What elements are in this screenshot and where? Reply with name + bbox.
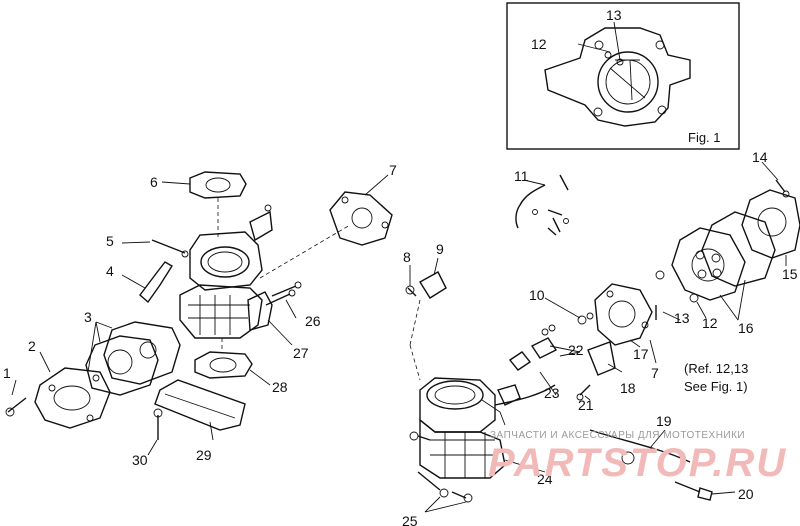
carb-lower-body-left [179, 284, 263, 339]
fuel-hose-4 [139, 261, 173, 304]
throttle-cam-27 [247, 291, 273, 331]
screw-5 [151, 239, 186, 254]
bracket-18 [587, 341, 616, 376]
callout-7-right: 7 [651, 365, 659, 381]
callout-9: 9 [436, 241, 444, 257]
pump-gasket-3a [103, 321, 181, 385]
callout-3: 3 [84, 309, 92, 325]
inset-callout-13: 13 [606, 7, 622, 23]
screw-14 [775, 179, 786, 193]
callout-29: 29 [196, 447, 212, 463]
screw-1 [7, 397, 27, 413]
cable-11 [515, 184, 546, 229]
fuel-pump-cover-2 [34, 367, 111, 429]
pump-cover-17 [594, 283, 653, 346]
callout-27: 27 [293, 345, 309, 361]
leader-lines [11, 161, 787, 513]
callout-5: 5 [106, 233, 114, 249]
callout-19: 19 [656, 413, 672, 429]
callout-16: 16 [738, 320, 754, 336]
pump-diaphragm-3b [85, 335, 159, 396]
diaphragm-16 [671, 227, 746, 301]
callout-14: 14 [752, 149, 768, 165]
callout-25: 25 [402, 513, 418, 526]
inset-callout-12: 12 [531, 36, 547, 52]
callout-26: 26 [305, 313, 321, 329]
screw-25a [417, 471, 441, 491]
inset-fig1: 12 13 Fig. 1 [506, 2, 740, 150]
reference-note: (Ref. 12,13 See Fig. 1) [684, 361, 748, 394]
callout-7-top: 7 [389, 162, 397, 178]
callout-12: 12 [702, 315, 718, 331]
inset-carb-body [544, 27, 691, 127]
watermark: ЗАПЧАСТИ И АКСЕССУАРЫ ДЛЯ МОТОТЕХНИКИ PA… [488, 430, 787, 485]
callout-4: 4 [106, 263, 114, 279]
pump-cover-7-top [329, 191, 393, 246]
callout-10: 10 [529, 287, 545, 303]
callout-2: 2 [28, 338, 36, 354]
left-carburetor-assembly [5, 171, 351, 440]
fitting-20 [674, 481, 701, 493]
inset-bore-inner [605, 59, 651, 105]
callout-13: 13 [674, 310, 690, 326]
callout-11: 11 [514, 168, 529, 184]
callout-labels: 1 2 3 4 5 6 7 7 8 9 10 11 12 13 14 15 16… [3, 149, 798, 526]
callout-30: 30 [132, 452, 148, 468]
callout-8: 8 [403, 249, 411, 265]
callout-1: 1 [3, 365, 11, 381]
cable-19 [589, 429, 691, 463]
inset-caption: Fig. 1 [688, 130, 721, 145]
ref-note-line2: See Fig. 1) [684, 379, 748, 394]
callout-23: 23 [544, 385, 560, 401]
callout-17: 17 [633, 346, 649, 362]
inset-linkage [609, 59, 646, 101]
inset-frame [506, 2, 740, 150]
callout-22: 22 [568, 342, 584, 358]
callout-28: 28 [272, 379, 288, 395]
callout-15: 15 [782, 266, 798, 282]
callout-6: 6 [150, 174, 158, 190]
callout-20: 20 [738, 486, 754, 502]
watermark-tagline: ЗАПЧАСТИ И АКСЕССУАРЫ ДЛЯ МОТОТЕХНИКИ [490, 430, 745, 441]
float-9 [419, 271, 447, 299]
ref-note-line1: (Ref. 12,13 [684, 361, 748, 376]
callout-24: 24 [537, 471, 553, 487]
mounting-plate-29 [154, 379, 246, 431]
base-gasket-28 [194, 351, 253, 379]
jet-8 [407, 287, 417, 297]
pump-cover-15 [741, 189, 800, 259]
carb-body-left [189, 231, 263, 291]
watermark-brand: PARTSTOP.RU [488, 441, 787, 485]
callout-21: 21 [578, 397, 594, 413]
callout-18: 18 [620, 380, 636, 396]
flange-gasket-6 [189, 171, 247, 199]
inset-throttle-bore [597, 51, 659, 113]
